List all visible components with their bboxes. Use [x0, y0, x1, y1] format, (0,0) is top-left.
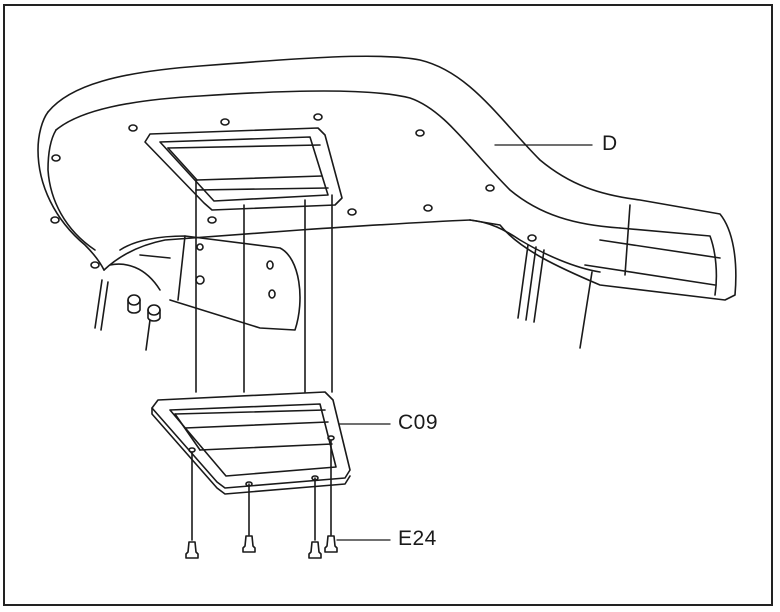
mounting-holes — [50, 113, 537, 322]
label-part-d: D — [602, 132, 618, 155]
diagram-frame — [3, 4, 773, 606]
assembly-guide-lines — [191, 179, 333, 541]
tray-part-c09 — [151, 391, 351, 495]
screws-e24 — [185, 535, 338, 559]
leader-lines — [336, 144, 593, 541]
seat-recess — [144, 127, 343, 211]
label-part-e24: E24 — [398, 527, 437, 550]
label-part-c09: C09 — [398, 411, 439, 434]
seat-part-d — [37, 55, 737, 351]
